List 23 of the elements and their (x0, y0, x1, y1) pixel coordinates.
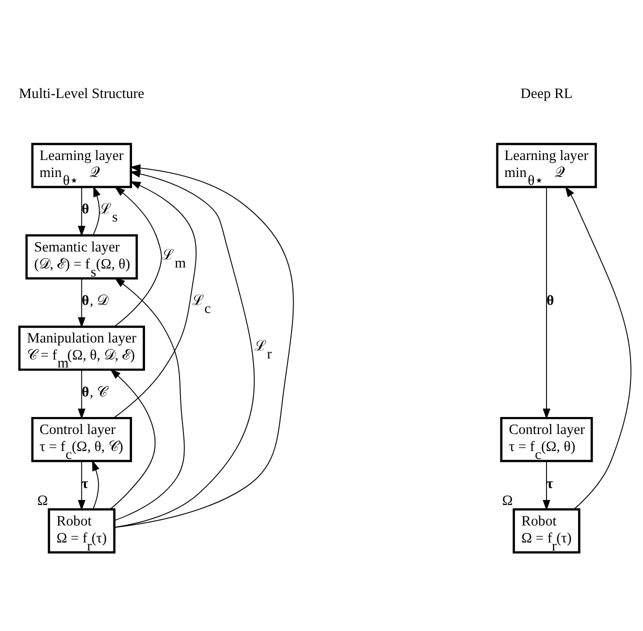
arrow (114, 278, 185, 521)
edge-label: θ (546, 293, 554, 310)
arrow (92, 186, 101, 236)
node-label: Ω (37, 492, 48, 509)
node-label: Ω (502, 492, 513, 509)
arrow (78, 460, 86, 511)
arrow (92, 460, 100, 510)
arrow (114, 170, 255, 528)
arrow (564, 186, 632, 510)
arrow (542, 186, 550, 420)
arrow (114, 186, 162, 328)
arrow (78, 369, 86, 420)
arrow (110, 368, 156, 510)
edge-label: τ (82, 476, 88, 492)
arrow (114, 164, 294, 528)
label: Deep RL (520, 86, 573, 102)
edge-label: θ (82, 202, 90, 218)
edge-label: θ, 𝒟 (82, 293, 108, 310)
edge-label: θ, 𝒞 (82, 384, 107, 400)
label: Multi-Level Structure (18, 86, 144, 102)
arrow (113, 181, 197, 418)
arrow (78, 278, 86, 328)
arrow (78, 186, 86, 237)
